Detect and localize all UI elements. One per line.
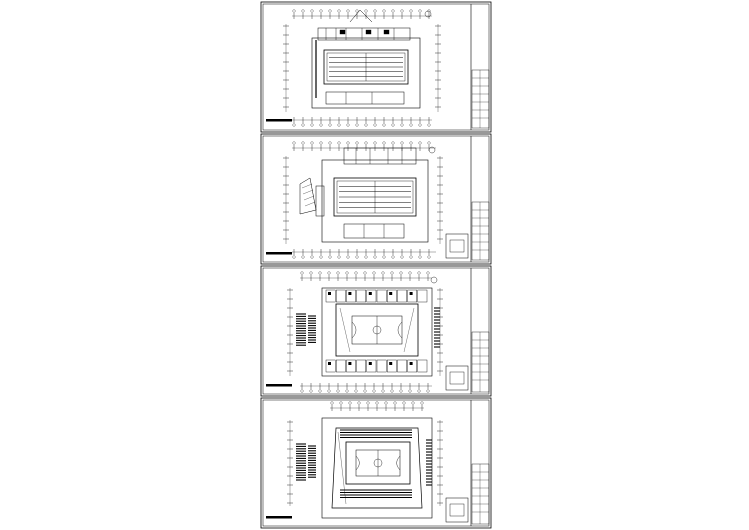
sheet-3-bleachers xyxy=(296,307,440,348)
sheet-4 xyxy=(260,397,492,529)
sheet-4-grid-ticks xyxy=(287,401,443,504)
sheet-3-dimension-lines xyxy=(289,277,441,387)
sheet-1-swimming-pool xyxy=(323,49,409,85)
sheet-2-north-rooms xyxy=(343,147,417,165)
sheet-3-basketball-court xyxy=(335,303,419,357)
sheet-4-bleachers xyxy=(296,429,432,499)
sheet-2 xyxy=(260,133,492,265)
sheet-4-roof-outline xyxy=(331,427,423,509)
sheet-1-entrance-canopy xyxy=(349,9,373,23)
sheet-2-building-outline xyxy=(321,159,429,243)
sheet-2-inner-border xyxy=(262,135,490,263)
sheet-3-south-rooms xyxy=(325,359,428,373)
sheet-4-inner-border xyxy=(262,399,490,527)
sheet-3-scale-bar xyxy=(266,384,292,387)
sheet-2-scale-bar xyxy=(266,252,292,255)
sheet-1-building-outline xyxy=(311,37,421,109)
sheet-4-building-outline xyxy=(321,417,433,519)
sheet-2-outer-border xyxy=(260,133,492,265)
sheet-1-room-partitions xyxy=(325,28,395,40)
sheet-2-title-block xyxy=(470,136,490,262)
sheet-1-title-block xyxy=(470,4,490,130)
sheet-2-north-arrow-icon xyxy=(428,146,436,154)
sheet-1-south-rooms xyxy=(325,91,405,105)
sheet-3 xyxy=(260,265,492,397)
sheet-3-north-arrow-icon xyxy=(430,276,438,284)
sheet-3-outer-border xyxy=(260,265,492,397)
sheet-2-detail-box xyxy=(445,233,469,259)
sheet-1-north-rooms xyxy=(317,27,411,41)
sheet-4-scale-bar xyxy=(266,516,292,519)
sheet-4-outer-border xyxy=(260,397,492,529)
sheet-1-inner-border xyxy=(262,3,490,131)
sheet-1-outer-border xyxy=(260,1,492,133)
sheet-4-detail-box xyxy=(445,497,469,523)
sheet-2-dimension-lines xyxy=(285,147,441,253)
sheet-1 xyxy=(260,1,492,133)
sheet-1-dimension-lines xyxy=(285,15,439,121)
sheet-4-basketball-court xyxy=(337,431,411,505)
sheet-3-grid-ticks xyxy=(287,271,443,393)
sheet-3-detail-box xyxy=(445,365,469,391)
sheet-3-north-rooms xyxy=(325,289,428,303)
sheet-1-north-arrow-icon xyxy=(424,10,432,18)
sheet-3-inner-border xyxy=(262,267,490,395)
sheet-2-grid-ticks xyxy=(283,141,443,259)
sheet-1-grid-ticks xyxy=(283,9,441,127)
sheet-4-dimension-lines xyxy=(289,407,441,506)
sheet-1-scale-bar xyxy=(266,119,292,122)
sheet-3-title-block xyxy=(470,268,490,394)
sheet-3-building-outline xyxy=(321,287,433,377)
sheet-2-swimming-pool xyxy=(333,177,417,217)
sheet-4-title-block xyxy=(470,400,490,526)
sheet-2-south-rooms xyxy=(343,223,405,239)
